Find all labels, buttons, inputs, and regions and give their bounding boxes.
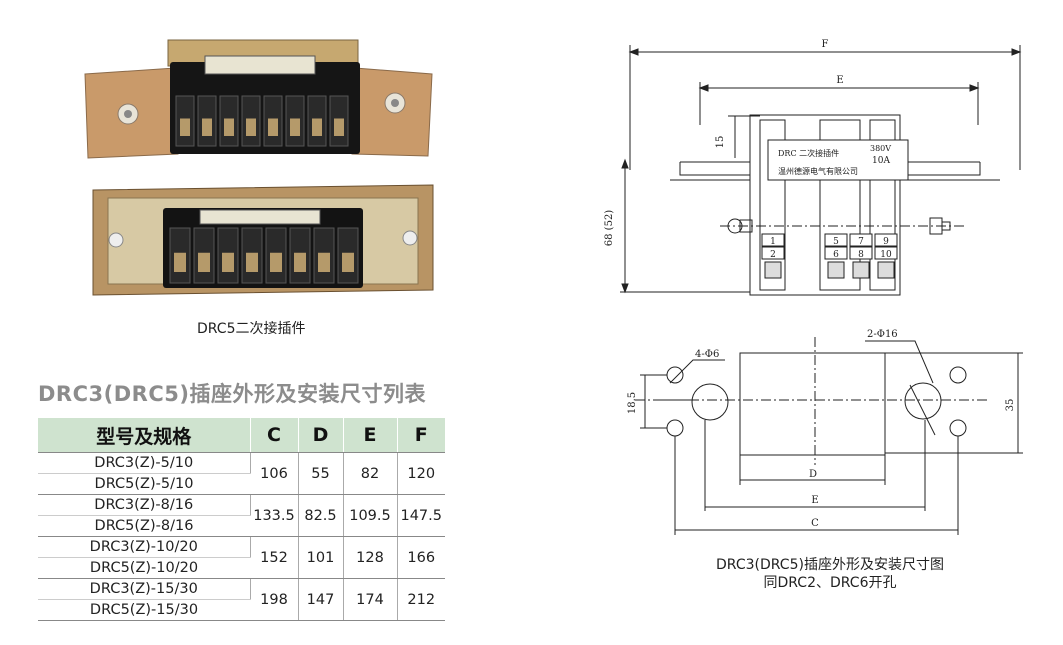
connector-photo-2	[92, 184, 434, 296]
model-cell: DRC5(Z)-5/10	[38, 473, 250, 495]
terminal-box	[824, 246, 848, 260]
terminal-screw	[312, 118, 322, 136]
header-f: F	[397, 418, 445, 453]
model-cell: DRC3(Z)-15/30	[38, 578, 251, 600]
terminal-number-top: 9	[883, 237, 889, 247]
value-c: 152	[250, 536, 299, 579]
terminal-screw-symbol	[852, 261, 870, 279]
terminal-screw	[174, 252, 186, 272]
value-d: 147	[298, 578, 344, 621]
value-e: 82	[343, 452, 398, 495]
table-row: DRC3(Z)-10/20 152 101 128 166	[38, 536, 445, 579]
dim-c-label: C	[811, 518, 819, 529]
terminal-screw	[294, 252, 306, 272]
dim-e-label: E	[836, 75, 843, 86]
drawing-caption-line-2: 同DRC2、DRC6开孔	[763, 575, 897, 591]
value-f: 147.5	[397, 494, 445, 537]
value-f: 212	[397, 578, 445, 621]
value-c: 133.5	[250, 494, 299, 537]
terminal-screw	[268, 118, 278, 136]
plate-voltage: 380V	[870, 144, 891, 153]
terminal-screw	[270, 252, 282, 272]
value-e: 174	[343, 578, 398, 621]
header-c: C	[250, 418, 299, 453]
table-header-row: 型号及规格 C D E F	[38, 418, 445, 453]
plate-text-1: DRC 二次接插件	[778, 148, 839, 158]
model-cell: DRC5(Z)-10/20	[38, 557, 250, 579]
terminal-screw	[246, 252, 258, 272]
model-cell: DRC3(Z)-8/16	[38, 494, 251, 516]
terminal-number-top: 5	[833, 237, 839, 247]
terminal-box	[874, 246, 898, 260]
terminal-number-bottom: 6	[833, 250, 839, 260]
model-cell: DRC5(Z)-8/16	[38, 515, 250, 537]
value-c: 198	[250, 578, 299, 621]
terminal-number-bottom: 10	[880, 250, 892, 260]
dim-68-label: 68 (52)	[604, 210, 615, 247]
table-row: DRC5(Z)-10/20	[38, 557, 445, 579]
terminal-box	[761, 246, 785, 260]
plate-current: 10A	[872, 156, 890, 166]
dim-15-label: 15	[715, 136, 726, 149]
value-d: 101	[298, 536, 344, 579]
terminal-screw	[246, 118, 256, 136]
value-f: 166	[397, 536, 445, 579]
terminal-screw-symbol	[877, 261, 895, 279]
terminal-screw	[202, 118, 212, 136]
terminal-box	[824, 233, 848, 247]
holes-small-label: 4-Φ6	[695, 349, 719, 360]
terminal-screw	[198, 252, 210, 272]
terminal-number-bottom: 8	[858, 250, 864, 260]
plate-text-2: 温州德源电气有限公司	[778, 166, 858, 176]
holes-large-label: 2-Φ16	[867, 329, 898, 340]
header-model: 型号及规格	[38, 418, 251, 453]
value-e: 128	[343, 536, 398, 579]
value-d: 55	[298, 452, 344, 495]
value-c: 106	[250, 452, 299, 495]
terminal-screw-symbol	[764, 261, 782, 279]
terminal-screw	[290, 118, 300, 136]
drawing-caption: DRC3(DRC5)插座外形及安装尺寸图 同DRC2、DRC6开孔	[670, 556, 990, 592]
table-row: DRC3(Z)-5/10 106 55 82 120	[38, 452, 445, 495]
dim-d-label: D	[809, 469, 817, 480]
terminal-screw-symbol	[827, 261, 845, 279]
terminal-screw	[180, 118, 190, 136]
dim-e-cut-label: E	[811, 495, 818, 506]
table-row: DRC5(Z)-8/16	[38, 515, 445, 537]
terminal-screw	[342, 252, 354, 272]
terminal-box	[761, 233, 785, 247]
table-title: DRC3(DRC5)插座外形及安装尺寸列表	[38, 382, 426, 406]
terminal-number-bottom: 2	[770, 250, 776, 260]
table-row: DRC3(Z)-8/16 133.5 82.5 109.5 147.5	[38, 494, 445, 537]
terminal-number-top: 7	[858, 237, 864, 247]
drawing-front-view: F E 15 68 (52) DRC 二次接插件 380V 10A 温州德源电气…	[604, 39, 1022, 296]
terminal-screw	[224, 118, 234, 136]
value-f: 120	[397, 452, 445, 495]
spec-table: 型号及规格 C D E F DRC3(Z)-5/10 106 55 82 120…	[38, 418, 445, 621]
model-cell: DRC5(Z)-15/30	[38, 599, 250, 621]
table-row: DRC5(Z)-15/30	[38, 599, 445, 621]
terminal-screw	[334, 118, 344, 136]
value-d: 82.5	[298, 494, 344, 537]
terminal-box	[849, 233, 873, 247]
terminal-number-top: 1	[770, 237, 776, 247]
table-row: DRC3(Z)-15/30 198 147 174 212	[38, 578, 445, 621]
value-e: 109.5	[343, 494, 398, 537]
dim-35-label: 35	[1005, 399, 1016, 412]
dim-f-label: F	[822, 39, 829, 50]
table-row: DRC5(Z)-5/10	[38, 473, 445, 495]
connector-photo-1	[84, 39, 433, 159]
dim-18-5-label: 18.5	[627, 392, 638, 414]
terminal-box	[849, 246, 873, 260]
model-cell: DRC3(Z)-10/20	[38, 536, 251, 558]
drawing-cutout-view: 4-Φ6 2-Φ16 18.5 35 D E C	[627, 329, 1023, 535]
header-d: D	[298, 418, 344, 453]
header-e: E	[343, 418, 398, 453]
terminal-screw	[222, 252, 234, 272]
terminal-screw	[318, 252, 330, 272]
photo-caption: DRC5二次接插件	[197, 321, 306, 337]
terminal-box	[874, 233, 898, 247]
model-cell: DRC3(Z)-5/10	[38, 452, 251, 474]
drawing-caption-line-1: DRC3(DRC5)插座外形及安装尺寸图	[716, 557, 944, 573]
